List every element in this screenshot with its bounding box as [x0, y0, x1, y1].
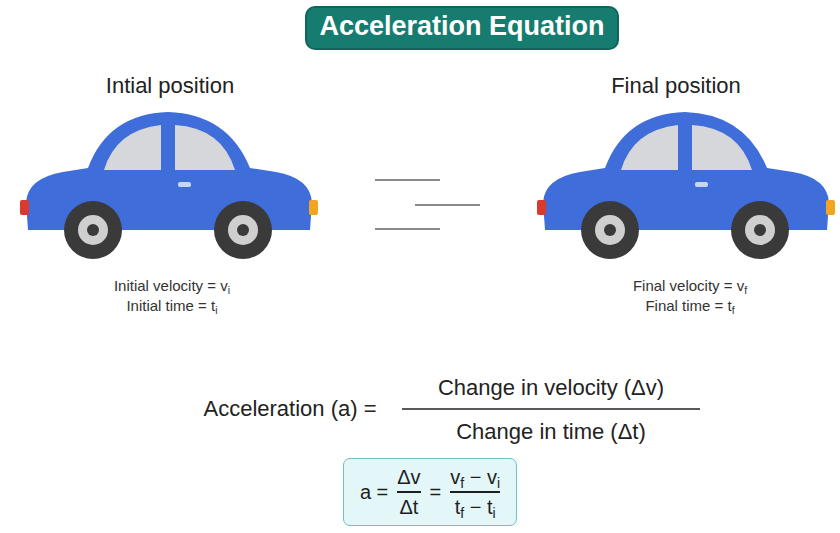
speed-line [415, 204, 480, 206]
numerator-label: Change in velocity (Δv) [438, 375, 664, 400]
position-label: Intial position [106, 73, 234, 98]
speed-lines [375, 180, 480, 229]
equation-label: Acceleration (a) = [203, 396, 376, 421]
car-initial [20, 112, 318, 259]
fraction-bar [450, 491, 500, 493]
quantity-label: Initial velocity = vi [114, 277, 230, 294]
equation-text: = [430, 480, 442, 504]
equation-text: Δt [399, 495, 418, 519]
speed-line [375, 228, 440, 230]
speed-line [375, 179, 440, 181]
equation-text: vf − vi [450, 465, 500, 489]
equation-box: a = ΔvΔt = vf − vi tf − ti [343, 458, 517, 526]
equation-text: Δv [397, 465, 420, 489]
equation-text: tf − ti [455, 495, 496, 519]
title-banner: Acceleration Equation [305, 6, 618, 49]
quantity-label: Final velocity = vf [633, 277, 747, 294]
equation-text: a = [360, 480, 388, 504]
quantity-label: Final time = tf [645, 297, 734, 314]
denominator-label: Change in time (Δt) [456, 419, 646, 444]
fraction: vf − vi tf − ti [450, 465, 500, 519]
fraction-bar [402, 408, 700, 410]
car-final [537, 112, 835, 259]
position-label: Final position [611, 73, 741, 98]
fraction: ΔvΔt [397, 465, 420, 519]
fraction-bar [397, 491, 420, 493]
quantity-label: Initial time = ti [126, 297, 217, 314]
